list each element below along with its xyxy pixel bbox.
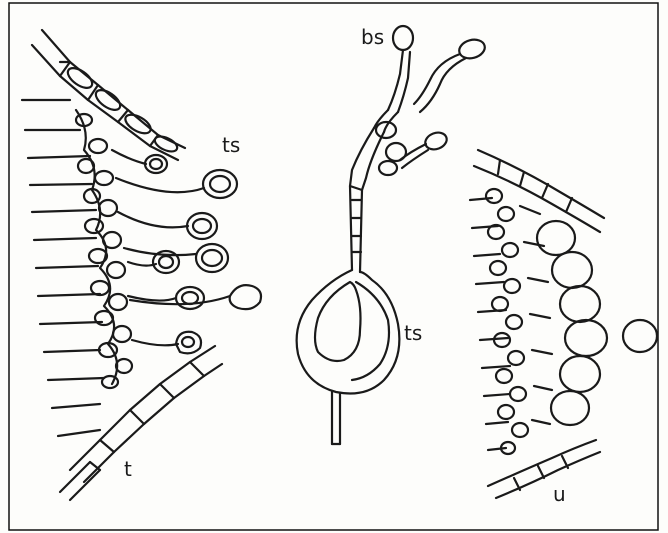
label-bs: bs (361, 25, 384, 49)
label-ts-left: ts (222, 133, 240, 157)
label-ts-center: ts (404, 321, 422, 345)
label-t: t (124, 457, 132, 481)
label-u: u (553, 482, 566, 506)
